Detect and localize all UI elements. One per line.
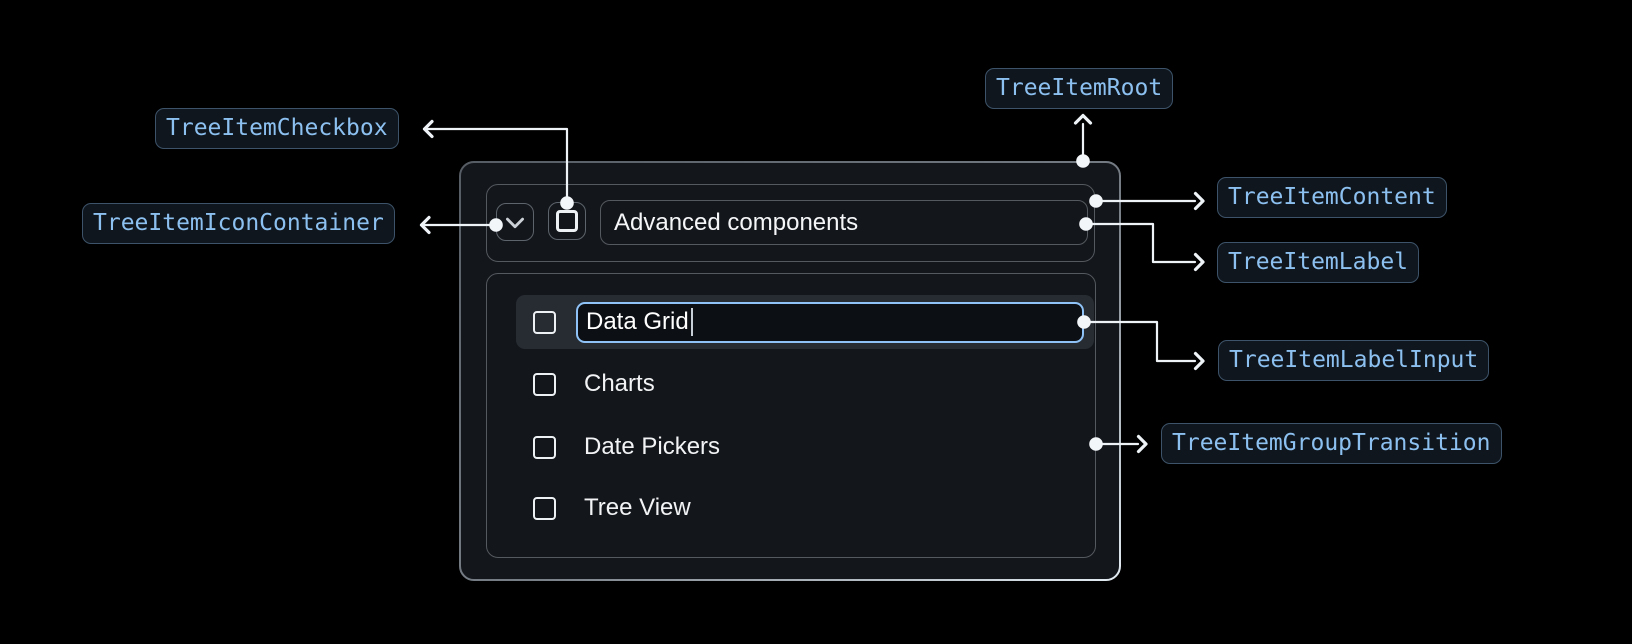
label-input-value: Data Grid [586,308,689,335]
tree-row-editing[interactable]: Data Grid [516,295,1094,349]
chevron-down-icon [506,217,524,229]
annotation-tree-item-label: TreeItemLabel [1217,242,1420,283]
parent-checkbox-button[interactable] [548,202,586,240]
expand-collapse-button[interactable] [496,203,534,241]
annotation-tree-item-label-input: TreeItemLabelInput [1218,340,1490,381]
tree-row-label: Charts [584,370,655,397]
tree-row-label: Date Pickers [584,433,721,460]
tree-row[interactable]: Date Pickers [516,420,1094,474]
annotation-tree-item-content: TreeItemContent [1217,177,1447,218]
tree-item-label-box[interactable]: Advanced components [600,200,1088,245]
label-input[interactable]: Data Grid [576,301,1084,343]
annotation-tree-item-group-transition: TreeItemGroupTransition [1161,423,1502,464]
tree-row[interactable]: Charts [516,357,1094,411]
annotation-tree-item-icon-container: TreeItemIconContainer [82,203,395,244]
checkbox-icon[interactable] [533,496,556,520]
checkbox-icon [556,210,578,232]
tree-row[interactable]: Tree View [516,481,1094,535]
checkbox-icon[interactable] [533,435,556,459]
parent-item-label: Advanced components [614,208,859,236]
text-caret [690,308,694,336]
annotation-tree-item-checkbox: TreeItemCheckbox [155,108,399,149]
connector-root [1073,113,1093,160]
tree-row-label: Tree View [584,494,691,521]
checkbox-icon[interactable] [533,372,556,396]
annotation-tree-item-root: TreeItemRoot [985,68,1174,109]
checkbox-icon[interactable] [533,310,556,334]
